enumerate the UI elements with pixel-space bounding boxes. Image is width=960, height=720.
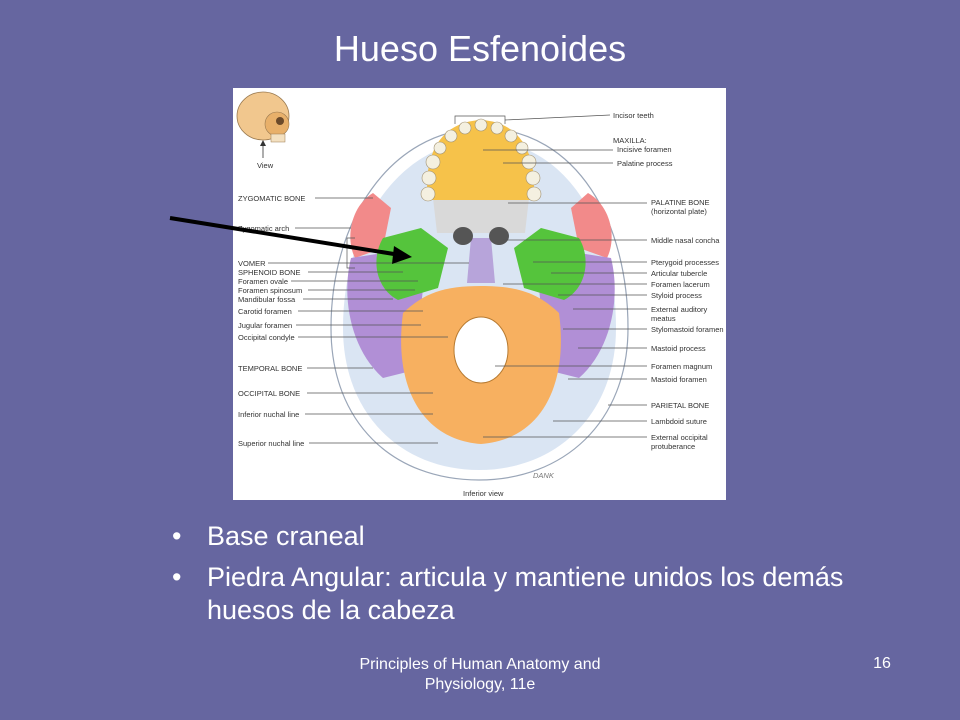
svg-text:Foramen spinosum: Foramen spinosum — [238, 286, 302, 295]
bullet-item: •Base craneal — [172, 521, 365, 551]
labels-left: ZYGOMATIC BONE Zygomatic arch VOMER SPHE… — [238, 194, 469, 448]
teeth — [420, 118, 542, 202]
svg-text:Incisor teeth: Incisor teeth — [613, 111, 654, 120]
choana-right — [489, 227, 509, 245]
view-label: View — [257, 161, 274, 170]
bullet-list: •Base craneal •Piedra Angular: articula … — [172, 520, 872, 635]
svg-text:OCCIPITAL BONE: OCCIPITAL BONE — [238, 389, 300, 398]
skull-diagram: View — [233, 88, 726, 500]
svg-text:ZYGOMATIC BONE: ZYGOMATIC BONE — [238, 194, 305, 203]
svg-text:Mandibular fossa: Mandibular fossa — [238, 295, 296, 304]
svg-text:protuberance: protuberance — [651, 442, 695, 451]
foramen-magnum — [453, 316, 509, 384]
svg-text:Mastoid foramen: Mastoid foramen — [651, 375, 707, 384]
sphenoid-bone-right — [514, 228, 586, 300]
svg-text:External auditory: External auditory — [651, 305, 708, 314]
svg-text:Styloid process: Styloid process — [651, 291, 702, 300]
svg-text:VOMER: VOMER — [238, 259, 266, 268]
labels-right: Incisor teeth MAXILLA: Incisive foramen … — [483, 111, 724, 451]
svg-text:Foramen ovale: Foramen ovale — [238, 277, 288, 286]
svg-text:(horizontal plate): (horizontal plate) — [651, 207, 707, 216]
svg-text:Middle nasal concha: Middle nasal concha — [651, 236, 720, 245]
zygomatic-bone-right — [571, 193, 612, 258]
skull-inferior-view-illustration: View — [236, 91, 724, 498]
maxilla — [427, 120, 534, 200]
figure-caption: Inferior view — [463, 489, 504, 498]
svg-text:PARIETAL BONE: PARIETAL BONE — [651, 401, 709, 410]
vomer — [467, 238, 495, 283]
svg-text:MAXILLA:: MAXILLA: — [613, 136, 647, 145]
palatine-bone — [433, 190, 529, 233]
bullet-item: •Piedra Angular: articula y mantiene uni… — [172, 562, 844, 625]
svg-text:Inferior nuchal line: Inferior nuchal line — [238, 410, 299, 419]
svg-text:meatus: meatus — [651, 314, 676, 323]
illustrator-signature: DANK — [533, 471, 555, 480]
svg-text:Palatine process: Palatine process — [617, 159, 673, 168]
skull-orientation-icon — [236, 91, 290, 158]
svg-text:External occipital: External occipital — [651, 433, 708, 442]
bullet-text: Piedra Angular: articula y mantiene unid… — [207, 562, 844, 625]
svg-text:Zygomatic arch: Zygomatic arch — [238, 224, 289, 233]
svg-text:Foramen magnum: Foramen magnum — [651, 362, 712, 371]
choana-left — [453, 227, 473, 245]
svg-text:Articular tubercle: Articular tubercle — [651, 269, 707, 278]
svg-text:Mastoid process: Mastoid process — [651, 344, 706, 353]
svg-text:SPHENOID BONE: SPHENOID BONE — [238, 268, 301, 277]
svg-text:Stylomastoid foramen: Stylomastoid foramen — [651, 325, 724, 334]
svg-text:PALATINE BONE: PALATINE BONE — [651, 198, 710, 207]
svg-text:TEMPORAL BONE: TEMPORAL BONE — [238, 364, 302, 373]
page-number: 16 — [873, 655, 891, 672]
svg-text:Jugular foramen: Jugular foramen — [238, 321, 292, 330]
bullet-text: Base craneal — [207, 521, 365, 551]
svg-text:Occipital condyle: Occipital condyle — [238, 333, 295, 342]
footer-source: Principles of Human Anatomy and Physiolo… — [359, 656, 601, 693]
svg-text:Carotid foramen: Carotid foramen — [238, 307, 292, 316]
svg-text:Pterygoid processes: Pterygoid processes — [651, 258, 719, 267]
svg-text:Incisive foramen: Incisive foramen — [617, 145, 672, 154]
svg-text:Superior nuchal line: Superior nuchal line — [238, 439, 304, 448]
svg-text:Lambdoid suture: Lambdoid suture — [651, 417, 707, 426]
slide-title: Hueso Esfenoides — [333, 28, 627, 69]
svg-text:Foramen lacerum: Foramen lacerum — [651, 280, 710, 289]
